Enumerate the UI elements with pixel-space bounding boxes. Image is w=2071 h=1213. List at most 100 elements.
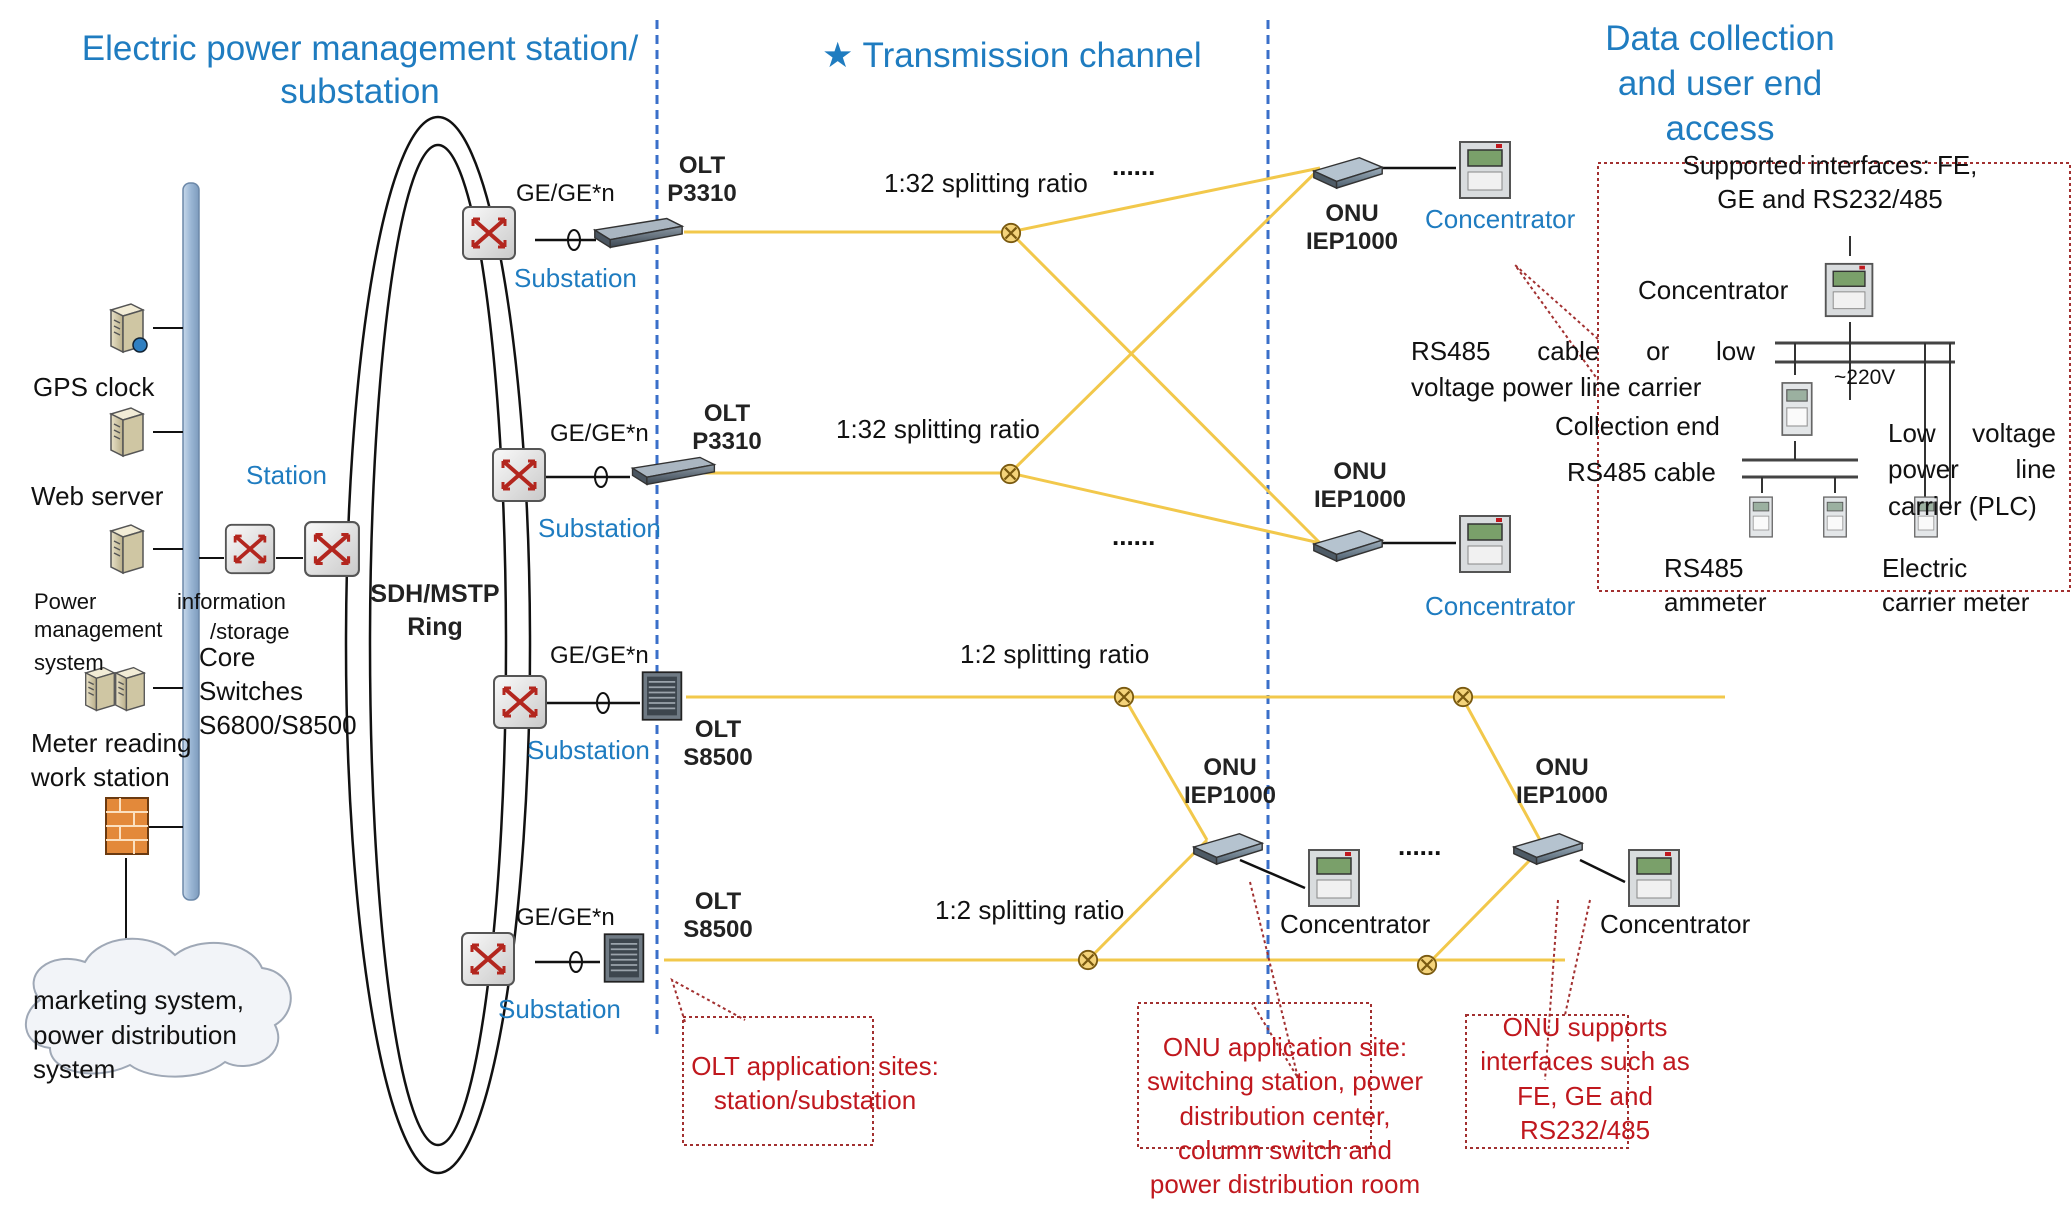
cloud-shape [24, 937, 292, 1078]
onu1-label: ONU IEP1000 [1302, 200, 1402, 257]
detail-amm-1: RS485 [1664, 553, 1744, 583]
meter-server-2-icon [115, 666, 145, 712]
cloud-label-2: power distribution [33, 1019, 237, 1050]
row4-olt-model: S8500 [683, 916, 753, 944]
core-switches-label: Core Switches S6800/S8500 [199, 641, 357, 742]
onu2-model: IEP1000 [1313, 486, 1407, 514]
splitter-5-icon [1077, 949, 1099, 971]
onu3-label: ONU IEP1000 [1180, 754, 1280, 811]
meter-label-1: Meter reading [31, 728, 192, 758]
cloud-label-1: marketing system, [33, 985, 244, 1015]
row2-ge-label: GE/GE*n [550, 420, 649, 447]
detail-collection-label: Collection end [1555, 411, 1720, 441]
row4-olt-label: OLT S8500 [676, 888, 760, 945]
row4-split-label: 1:2 splitting ratio [935, 895, 1125, 925]
onu3-model: IEP1000 [1183, 782, 1277, 810]
concentrator-1-icon [1459, 141, 1511, 199]
onu1-concentrator-label: Concentrator [1425, 204, 1576, 234]
callout-pointers [670, 264, 1599, 1081]
detail-carrier-meter-label: Electric carrier meter [1882, 552, 2029, 620]
olt-sites-note: OLT application sites: station/substatio… [670, 1050, 960, 1118]
splitter-2-icon [999, 463, 1021, 485]
header-station-line2: substation [280, 72, 440, 112]
row2-split-label: 1:32 splitting ratio [836, 414, 1040, 444]
onu-if-note-2: interfaces such as [1480, 1046, 1690, 1077]
row4-ge-label: GE/GE*n [516, 904, 615, 931]
onu3-name: ONU [1203, 754, 1257, 781]
row2-olt-label: OLT P3310 [685, 400, 769, 457]
detail-ecm-1: Electric [1882, 553, 1968, 583]
detail-lv-3: carrier (PLC) [1888, 490, 2037, 521]
detail-lv-label: Low voltage power line carrier (PLC) [1888, 415, 2056, 524]
onu2-concentrator-label: Concentrator [1425, 591, 1576, 621]
core-label-1: Core [199, 642, 256, 672]
station-switch-icon [305, 522, 359, 576]
onu-if-note-1: ONU supports [1502, 1012, 1668, 1042]
detail-rs485-cable-label: RS485 cable [1567, 457, 1716, 487]
header-transmission-label: Transmission channel [862, 36, 1202, 75]
header-dc-line3: access [1665, 108, 1775, 148]
row3-split-label: 1:2 splitting ratio [960, 639, 1150, 669]
pms-label-3: system [34, 650, 104, 675]
header-station: Electric power management station/ subst… [60, 29, 660, 113]
firewall-icon [105, 797, 149, 855]
olt-device-2-icon [631, 456, 716, 486]
row3-ge-label: GE/GE*n [550, 642, 649, 669]
sdh-ring-label: SDH/MSTP Ring [355, 578, 515, 644]
row2-olt-name: OLT [703, 400, 751, 427]
detail-rs485-plc-1: RS485 cable or low [1411, 336, 1755, 366]
row2-substation-label: Substation [538, 513, 661, 543]
substation-switch-2 [491, 447, 547, 503]
onu4-name: ONU [1535, 754, 1589, 781]
row1-olt-model: P3310 [667, 180, 737, 208]
onu-site-note-3: distribution center, [1179, 1100, 1391, 1131]
onu3-concentrator-label: Concentrator [1280, 909, 1431, 939]
core-label-2: Switches [199, 675, 304, 706]
concentrator-2-icon [1459, 515, 1511, 573]
web-server-label: Web server [31, 481, 164, 511]
header-transmission: ★ Transmission channel [822, 36, 1202, 76]
sdh-ring-outer [344, 115, 532, 1175]
gps-clock-label: GPS clock [33, 372, 155, 402]
onu-site-note-1: ONU application site: [1162, 1032, 1408, 1062]
detail-graphics [1742, 236, 1955, 538]
substation-switch-1 [461, 205, 517, 261]
detail-rs485-plc-2: voltage power line carrier [1411, 372, 1702, 402]
pms-label-2b: /storage [210, 619, 290, 644]
onu2-name: ONU [1333, 458, 1387, 485]
onu4-concentrator-label: Concentrator [1600, 909, 1751, 939]
splitter-4-icon [1452, 686, 1474, 708]
core-label-3: S6800/S8500 [199, 709, 357, 740]
core-switch-icon [226, 525, 274, 573]
olt-note-1: OLT application sites: [691, 1051, 939, 1081]
header-data-collection: Data collection and user end access [1580, 17, 1860, 151]
concentrator-3-icon [1308, 849, 1360, 907]
detail-amm-2: ammeter [1664, 586, 1767, 617]
web-server-icon [110, 407, 144, 457]
row4-olt-name: OLT [694, 888, 742, 915]
pms-server-icon [110, 524, 144, 574]
onu-4-icon [1513, 832, 1583, 865]
onu1-model: IEP1000 [1305, 228, 1399, 256]
detail-interfaces: Supported interfaces: FE, GE and RS232/4… [1655, 149, 2005, 217]
detail-lv-1: Low voltage [1888, 418, 2056, 448]
onu4-model: IEP1000 [1515, 782, 1609, 810]
onu-site-note-5: power distribution room [1149, 1169, 1421, 1200]
header-dc-line1: Data collection [1605, 19, 1835, 58]
detail-iface-1: Supported interfaces: FE, [1682, 150, 1978, 180]
row3-olt-model: S8500 [683, 744, 753, 772]
olt-device-1-icon [594, 217, 683, 249]
onu-interfaces-note: ONU supports interfaces such as FE, GE a… [1440, 1010, 1730, 1147]
onu1-name: ONU [1325, 200, 1379, 227]
row1-ge-label: GE/GE*n [516, 180, 615, 207]
cloud-label: marketing system, power distribution sys… [33, 983, 244, 1087]
header-dc-line2: and user end [1617, 63, 1823, 103]
pms-label-1b: information [177, 589, 286, 614]
olt-note-2: station/substation [713, 1084, 917, 1115]
detail-voltage-label: ~220V [1834, 366, 1896, 389]
detail-concentrator-label: Concentrator [1638, 275, 1789, 305]
onu-if-note-3: FE, GE and [1517, 1080, 1653, 1111]
row2-olt-model: P3310 [692, 428, 762, 456]
